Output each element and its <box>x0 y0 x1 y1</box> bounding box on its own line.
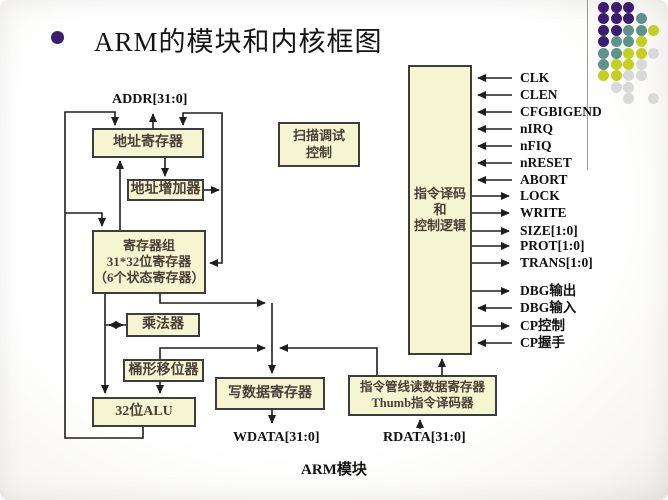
title-bullet-icon <box>51 31 64 44</box>
decoration-dot <box>610 47 622 59</box>
barrel-shifter-label: 桶形移位器 <box>128 362 199 378</box>
decoration-dot <box>610 2 622 13</box>
signal-label-2: CFGBIGEND <box>520 104 602 119</box>
decoration-dot <box>648 24 659 36</box>
multiplier-box: 乘法器 <box>126 313 200 337</box>
page-title: ARM的模块和内核框图 <box>94 27 383 57</box>
signal-label-8: WRITE <box>520 205 567 220</box>
register-bank-line1: 寄存器组 <box>122 237 175 253</box>
signal-label-0: CLK <box>520 70 550 85</box>
pipeline-thumb-box: 指令管线读数据寄存器 Thumb指令译码器 <box>348 375 497 416</box>
decoration-dot <box>635 59 647 70</box>
decoration-dot <box>623 2 634 13</box>
alu-box: 32位ALU <box>92 397 196 427</box>
decoration-dot <box>598 13 609 25</box>
write-data-register-label: 写数据寄存器 <box>228 385 312 401</box>
signal-label-9: SIZE[1:0] <box>520 223 578 238</box>
decoration-dot <box>610 24 622 36</box>
decoration-dot <box>623 47 634 59</box>
decoration-dot <box>610 13 622 25</box>
decode-line2: 和 <box>433 201 447 217</box>
signal-label-1: CLEN <box>520 87 558 102</box>
decoration-dot <box>635 13 647 25</box>
signal-label-14: CP控制 <box>520 318 565 333</box>
multiplier-label: 乘法器 <box>142 317 184 333</box>
decoration-dot <box>610 81 622 93</box>
signal-label-13: DBG输入 <box>520 300 577 315</box>
decoration-dot <box>623 70 634 82</box>
barrel-shifter-box: 桶形移位器 <box>123 359 204 382</box>
decoration-dot <box>648 93 659 105</box>
scan-debug-line1: 扫描调试 <box>292 128 345 144</box>
decode-line3: 控制逻辑 <box>413 218 466 234</box>
decoration-dot <box>635 24 647 36</box>
signal-label-6: ABORT <box>520 172 568 187</box>
rdata-bus-label: RDATA[31:0] <box>383 430 466 445</box>
decoration-dot <box>623 36 634 48</box>
decoration-dot <box>623 81 634 93</box>
address-register-box: 地址寄存器 <box>92 128 204 158</box>
scan-debug-line2: 控制 <box>305 144 332 160</box>
signal-label-12: DBG输出 <box>520 283 577 298</box>
register-bank-line3: （6个状态寄存器） <box>94 270 205 286</box>
signal-label-4: nFIQ <box>520 138 552 153</box>
address-incrementer-label: 地址增加器 <box>130 182 201 198</box>
decoration-dot <box>623 59 634 70</box>
signal-label-7: LOCK <box>520 188 560 203</box>
decoration-dot <box>598 36 609 48</box>
wdata-bus-label: WDATA[31:0] <box>233 430 320 445</box>
scan-debug-box: 扫描调试 控制 <box>278 122 360 167</box>
register-bank-box: 寄存器组 31*32位寄存器 （6个状态寄存器） <box>92 230 206 294</box>
decode-line1: 指令译码 <box>413 185 466 201</box>
register-bank-line2: 31*32位寄存器 <box>106 253 192 269</box>
decoration-dot <box>610 70 622 82</box>
signal-label-10: PROT[1:0] <box>520 238 585 253</box>
pipeline-line2: Thumb指令译码器 <box>371 395 474 410</box>
decoration-dot <box>623 13 634 25</box>
decoration-dot <box>623 24 634 36</box>
decoration-dot <box>648 47 659 59</box>
decoration-dot <box>598 47 609 59</box>
signal-label-5: nRESET <box>520 155 572 170</box>
decoration-dot <box>610 59 622 70</box>
decoration-dot <box>623 93 634 105</box>
decoration-dot <box>598 24 609 36</box>
decoration-dot <box>635 47 647 59</box>
decoration-dot <box>635 36 647 48</box>
vertical-divider-line <box>587 0 588 170</box>
decoration-dot <box>598 59 609 70</box>
decoration-dot <box>598 70 609 82</box>
pipeline-line1: 指令管线读数据寄存器 <box>359 379 485 394</box>
signal-label-15: CP握手 <box>520 335 565 350</box>
signal-label-11: TRANS[1:0] <box>520 255 593 270</box>
alu-label: 32位ALU <box>115 404 173 420</box>
decoration-dot <box>610 36 622 48</box>
address-incrementer-box: 地址增加器 <box>127 179 204 201</box>
arm-module-caption: ARM模块 <box>301 462 367 478</box>
signal-label-3: nIRQ <box>520 121 554 136</box>
instruction-decode-box: 指令译码 和 控制逻辑 <box>408 65 472 355</box>
decoration-dot <box>598 2 609 13</box>
decoration-dot <box>635 70 647 82</box>
addr-bus-label: ADDR[31:0] <box>112 92 188 107</box>
address-register-label: 地址寄存器 <box>113 135 183 151</box>
write-data-register-box: 写数据寄存器 <box>215 377 325 410</box>
